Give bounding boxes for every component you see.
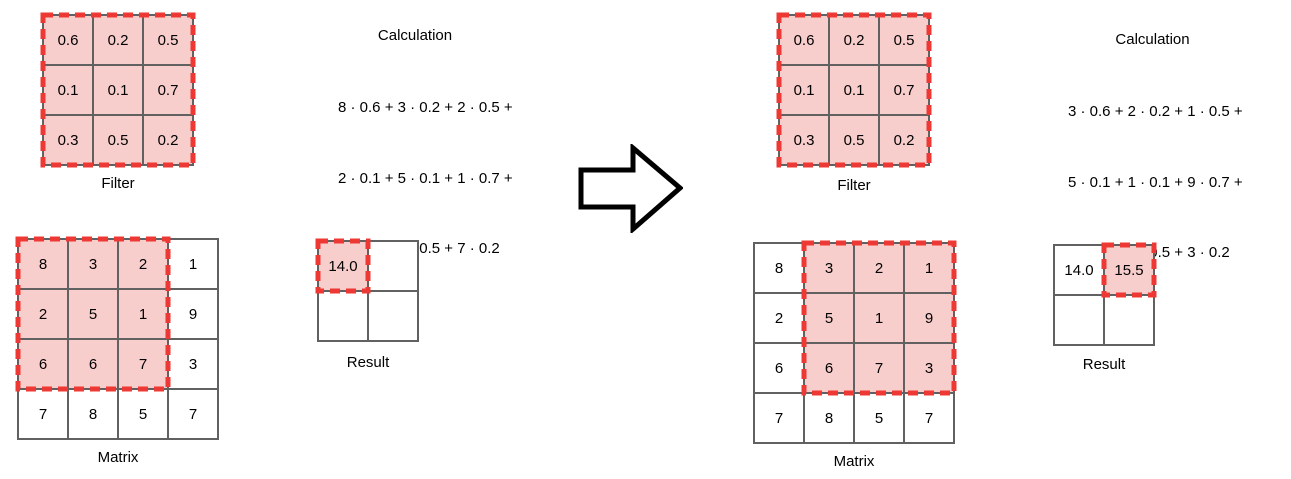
matrix-cell: 2 (855, 244, 905, 294)
calculation-line: 3 · 0.6 + 2 · 0.2 + 1 · 0.5 + (1068, 103, 1243, 120)
calculation-line: 8 · 0.6 + 3 · 0.2 + 2 · 0.5 + (338, 99, 513, 116)
matrix-cell: 9 (169, 290, 219, 340)
filter-cell: 0.7 (880, 66, 930, 116)
matrix-cell: 3 (169, 340, 219, 390)
filter-cell: 0.5 (144, 16, 194, 66)
result-cell (319, 292, 369, 342)
matrix-grid: 8 3 2 1 2 5 1 9 6 6 7 3 7 8 5 7 (753, 242, 955, 444)
matrix-grid: 8 3 2 1 2 5 1 9 6 6 7 3 7 8 5 7 (17, 238, 219, 440)
filter-grid: 0.6 0.2 0.5 0.1 0.1 0.7 0.3 0.5 0.2 (42, 14, 194, 166)
calculation-title: Calculation (377, 27, 453, 44)
calculation-line: 2 · 0.1 + 5 · 0.1 + 1 · 0.7 + (338, 169, 513, 187)
matrix-cell: 3 (805, 244, 855, 294)
right-arrow-icon (578, 144, 683, 233)
matrix-cell: 7 (169, 390, 219, 440)
filter-cell: 0.5 (94, 116, 144, 166)
matrix-cell: 2 (19, 290, 69, 340)
matrix-cell: 5 (119, 390, 169, 440)
matrix-cell: 6 (19, 340, 69, 390)
filter-cell: 0.7 (144, 66, 194, 116)
matrix-cell: 9 (905, 294, 955, 344)
matrix-cell: 6 (69, 340, 119, 390)
result-cell (369, 242, 419, 292)
filter-cell: 0.2 (94, 16, 144, 66)
matrix-cell: 7 (19, 390, 69, 440)
filter-cell: 0.2 (830, 16, 880, 66)
matrix-cell: 2 (755, 294, 805, 344)
result-label: Result (346, 354, 390, 371)
filter-cell: 0.5 (830, 116, 880, 166)
filter-cell: 0.5 (880, 16, 930, 66)
filter-grid: 0.6 0.2 0.5 0.1 0.1 0.7 0.3 0.5 0.2 (778, 14, 930, 166)
matrix-cell: 7 (755, 394, 805, 444)
matrix-cell: 8 (69, 390, 119, 440)
matrix-cell: 8 (19, 240, 69, 290)
matrix-cell: 5 (69, 290, 119, 340)
filter-cell: 0.1 (780, 66, 830, 116)
matrix-cell: 3 (69, 240, 119, 290)
filter-label: Filter (101, 175, 135, 192)
calculation-title: Calculation (1115, 31, 1190, 48)
result-cell: 15.5 (1105, 246, 1155, 296)
result-cell: 14.0 (319, 242, 369, 292)
matrix-cell: 8 (805, 394, 855, 444)
result-cell: 14.0 (1055, 246, 1105, 296)
result-grid: 14.0 15.5 (1053, 244, 1155, 346)
matrix-cell: 1 (855, 294, 905, 344)
matrix-cell: 3 (905, 344, 955, 394)
matrix-label: Matrix (97, 449, 139, 466)
matrix-cell: 7 (119, 340, 169, 390)
result-cell (1055, 296, 1105, 346)
matrix-cell: 5 (855, 394, 905, 444)
matrix-cell: 5 (805, 294, 855, 344)
matrix-cell: 6 (805, 344, 855, 394)
matrix-cell: 1 (905, 244, 955, 294)
filter-label: Filter (837, 177, 871, 194)
matrix-cell: 7 (855, 344, 905, 394)
filter-cell: 0.1 (94, 66, 144, 116)
matrix-label: Matrix (833, 453, 875, 470)
filter-cell: 0.3 (780, 116, 830, 166)
filter-cell: 0.1 (44, 66, 94, 116)
filter-cell: 0.2 (880, 116, 930, 166)
result-grid: 14.0 (317, 240, 419, 342)
matrix-cell: 1 (169, 240, 219, 290)
result-cell (369, 292, 419, 342)
matrix-cell: 8 (755, 244, 805, 294)
result-label: Result (1082, 356, 1126, 373)
filter-cell: 0.1 (830, 66, 880, 116)
matrix-cell: 7 (905, 394, 955, 444)
calculation-line: 5 · 0.1 + 1 · 0.1 + 9 · 0.7 + (1068, 173, 1243, 191)
matrix-cell: 1 (119, 290, 169, 340)
matrix-cell: 6 (755, 344, 805, 394)
filter-cell: 0.6 (44, 16, 94, 66)
result-cell (1105, 296, 1155, 346)
filter-cell: 0.3 (44, 116, 94, 166)
matrix-cell: 2 (119, 240, 169, 290)
filter-cell: 0.6 (780, 16, 830, 66)
filter-cell: 0.2 (144, 116, 194, 166)
